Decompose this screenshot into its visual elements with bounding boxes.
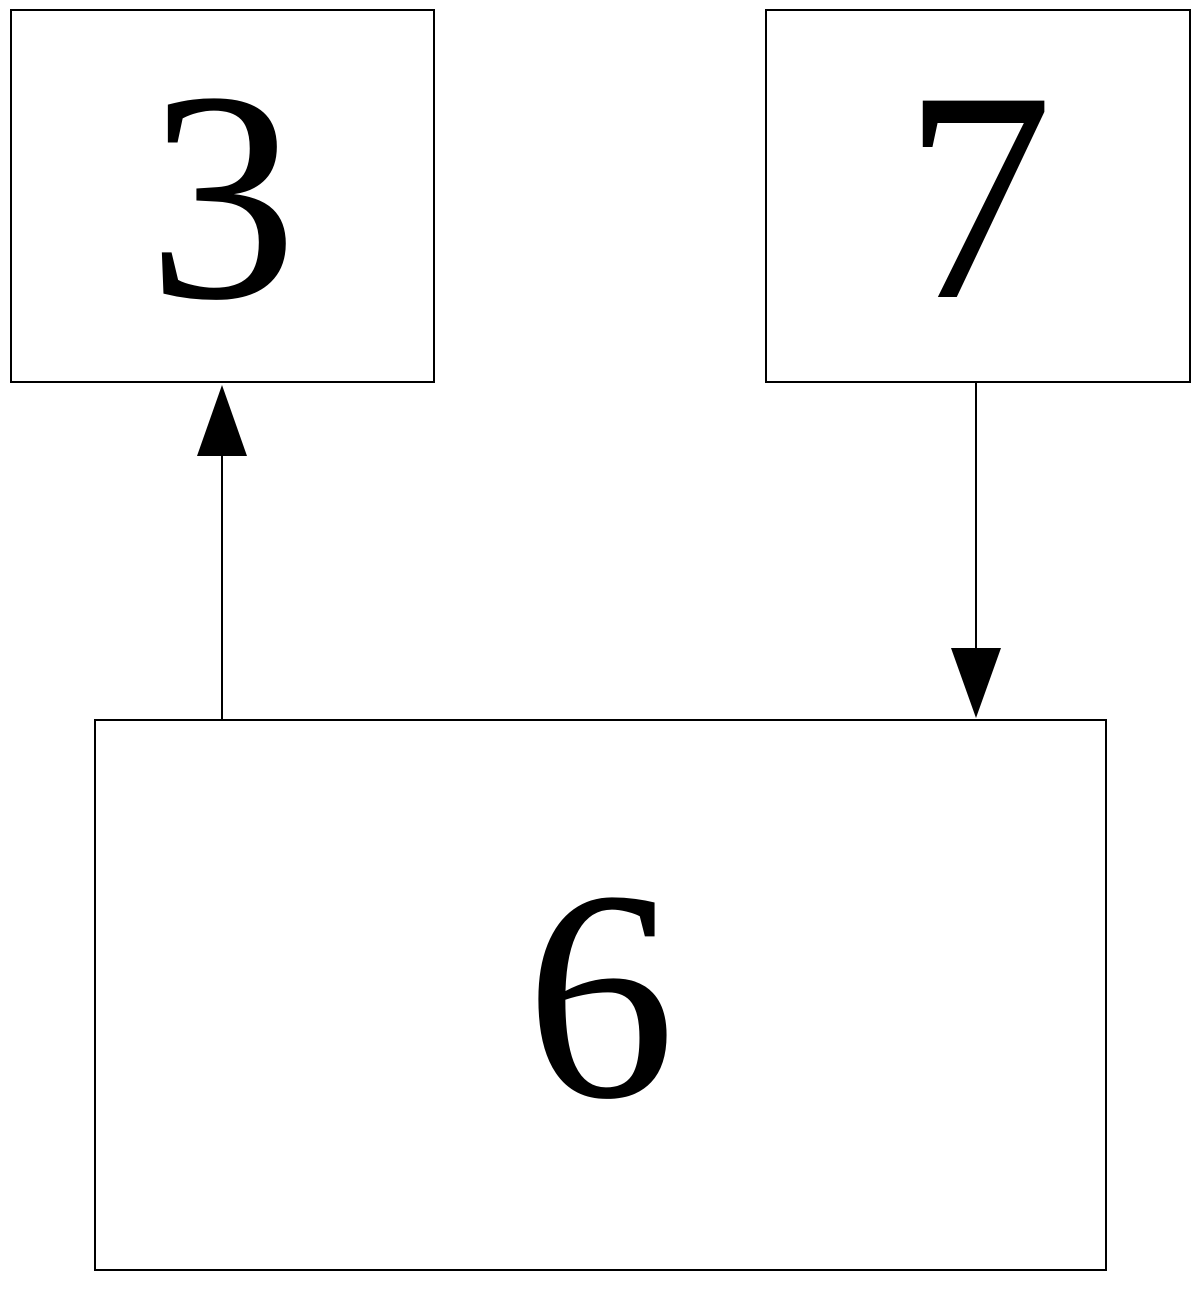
box-6-label: 6 [525,829,676,1161]
box-6: 6 [94,719,1107,1271]
arrow-7-to-6 [951,383,1001,718]
box-7-label: 7 [903,30,1053,362]
box-3-label: 3 [147,30,298,362]
arrow-6-to-3-head [197,385,247,456]
box-7: 7 [765,9,1191,383]
arrow-7-to-6-head [951,648,1001,718]
box-3: 3 [10,9,435,383]
arrow-6-to-3 [197,385,247,719]
